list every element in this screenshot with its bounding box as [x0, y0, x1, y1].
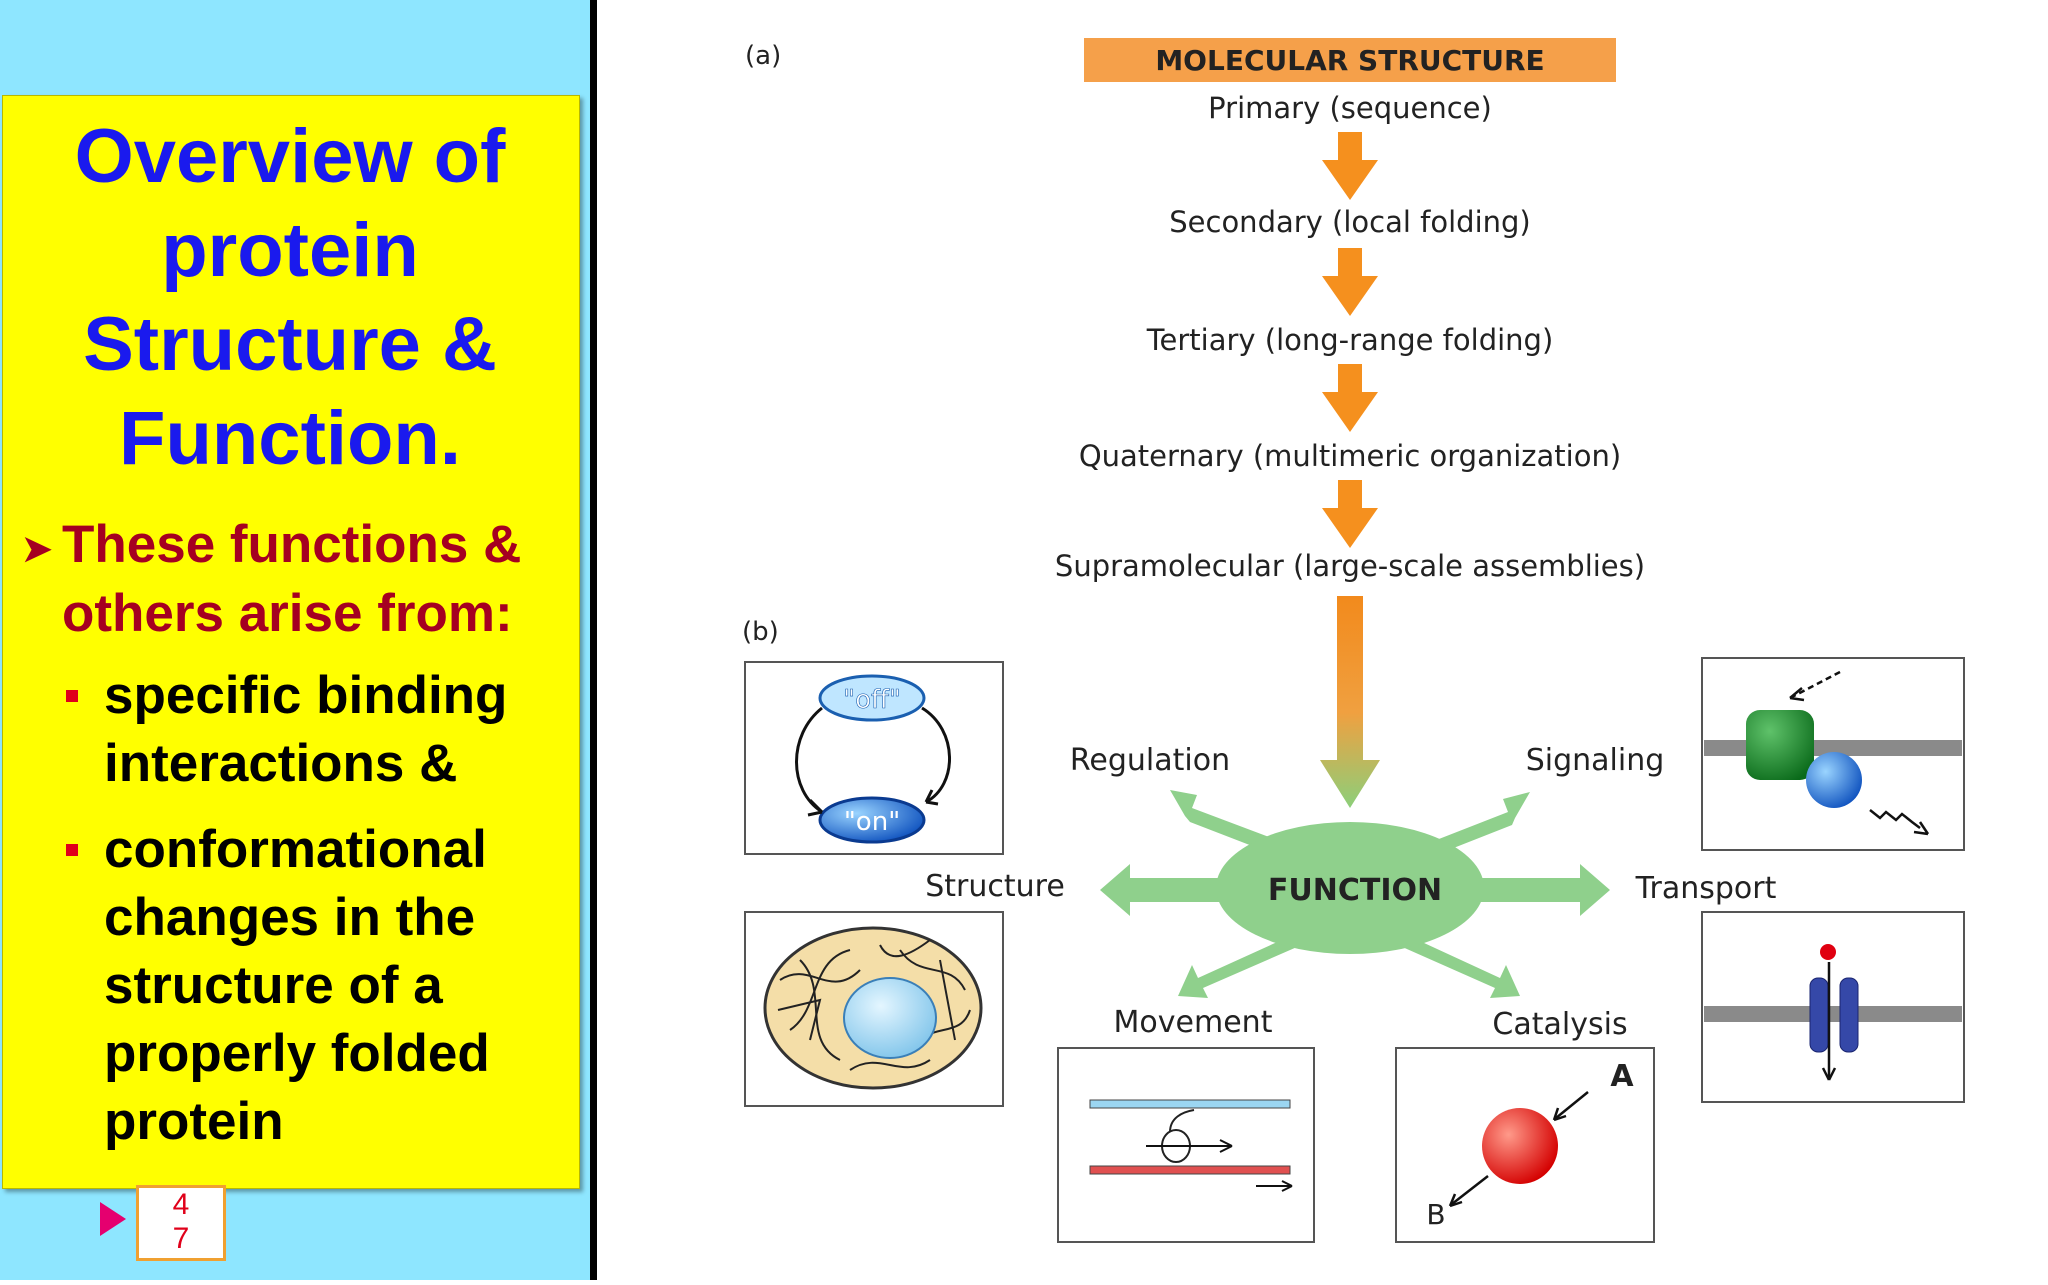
catalysis-panel: A B	[1395, 1047, 1655, 1243]
function-ellipse	[1216, 822, 1484, 954]
down-arrow-icon	[1322, 364, 1378, 432]
level-supramolecular: Supramolecular (large-scale assemblies)	[1055, 549, 1645, 583]
nucleus	[843, 977, 937, 1059]
title-line: protein	[161, 208, 419, 293]
title-line: Function.	[119, 396, 461, 481]
level-primary: Primary (sequence)	[1208, 91, 1492, 125]
function-label: FUNCTION	[1268, 873, 1442, 908]
figure-label-b: (b)	[742, 617, 779, 647]
arrow-left-icon	[1100, 864, 1280, 916]
page-number: 4 7	[136, 1185, 226, 1261]
signaling-panel	[1701, 657, 1965, 851]
transported-molecule	[1820, 944, 1836, 960]
movement-panel	[1057, 1047, 1315, 1243]
filament-bottom	[1089, 1165, 1291, 1175]
down-arrow-icon	[1322, 480, 1378, 548]
substrate-arrow-icon	[1555, 1091, 1589, 1119]
outgoing-signal-arrow-icon	[1869, 809, 1921, 829]
sub-bullet-text: specific binding interactions &	[104, 666, 508, 793]
on-state-label: "on"	[844, 807, 900, 837]
transport-label: Transport	[1635, 871, 1777, 906]
title-line: Structure &	[83, 302, 497, 387]
arrow-bullet-icon: ➤	[22, 528, 53, 569]
filament-top	[1089, 1099, 1291, 1109]
main-bullet-text: These functions & others arise from:	[62, 515, 522, 643]
off-state-label: "off"	[843, 685, 901, 715]
square-bullet-icon	[66, 690, 78, 702]
product-label: B	[1426, 1198, 1445, 1231]
channel-left	[1809, 977, 1829, 1053]
down-arrow-icon	[1322, 132, 1378, 200]
cytoskeleton-fibers	[777, 939, 971, 1071]
protein-figure: (a) MOLECULAR STRUCTURE Primary (sequenc…	[700, 0, 2000, 1280]
square-bullet-icon	[66, 844, 78, 856]
substrate-label: A	[1610, 1059, 1634, 1094]
play-triangle-icon	[100, 1202, 126, 1236]
signal-protein	[1806, 752, 1862, 808]
off-state-ellipse	[818, 674, 926, 722]
title-line: Overview of	[74, 114, 506, 199]
channel-right	[1839, 977, 1859, 1053]
sub-bullet-text: conformational changes in the structure …	[104, 820, 490, 1151]
movement-label: Movement	[1114, 1005, 1273, 1040]
catalysis-label: Catalysis	[1492, 1007, 1627, 1042]
down-arrow-icon	[1322, 248, 1378, 316]
structure-panel	[744, 911, 1004, 1107]
level-tertiary: Tertiary (long-range folding)	[1146, 323, 1554, 357]
text-box	[2, 95, 580, 1189]
receptor-protein	[1746, 710, 1814, 780]
panel-divider	[590, 0, 597, 1280]
header-text: MOLECULAR STRUCTURE	[1155, 44, 1544, 77]
figure-label-a: (a)	[745, 41, 781, 71]
transport-panel	[1701, 911, 1965, 1103]
level-secondary: Secondary (local folding)	[1169, 205, 1530, 239]
down-arrows	[1322, 132, 1378, 548]
cycle-arrow-right-icon	[921, 706, 951, 804]
structure-label: Structure	[925, 869, 1065, 904]
product-arrow-icon	[1451, 1175, 1489, 1205]
on-state-ellipse	[818, 796, 926, 844]
enzyme	[1482, 1108, 1558, 1184]
slide-title: Overview of protein Structure & Function…	[0, 110, 580, 486]
big-down-arrow-icon	[1320, 596, 1380, 808]
regulation-panel: "off" "on"	[744, 661, 1004, 855]
level-quaternary: Quaternary (multimeric organization)	[1079, 439, 1621, 473]
signaling-label: Signaling	[1526, 743, 1665, 778]
header-box	[1084, 38, 1616, 82]
arrow-right-icon	[1420, 864, 1610, 916]
regulation-label: Regulation	[1070, 743, 1230, 778]
